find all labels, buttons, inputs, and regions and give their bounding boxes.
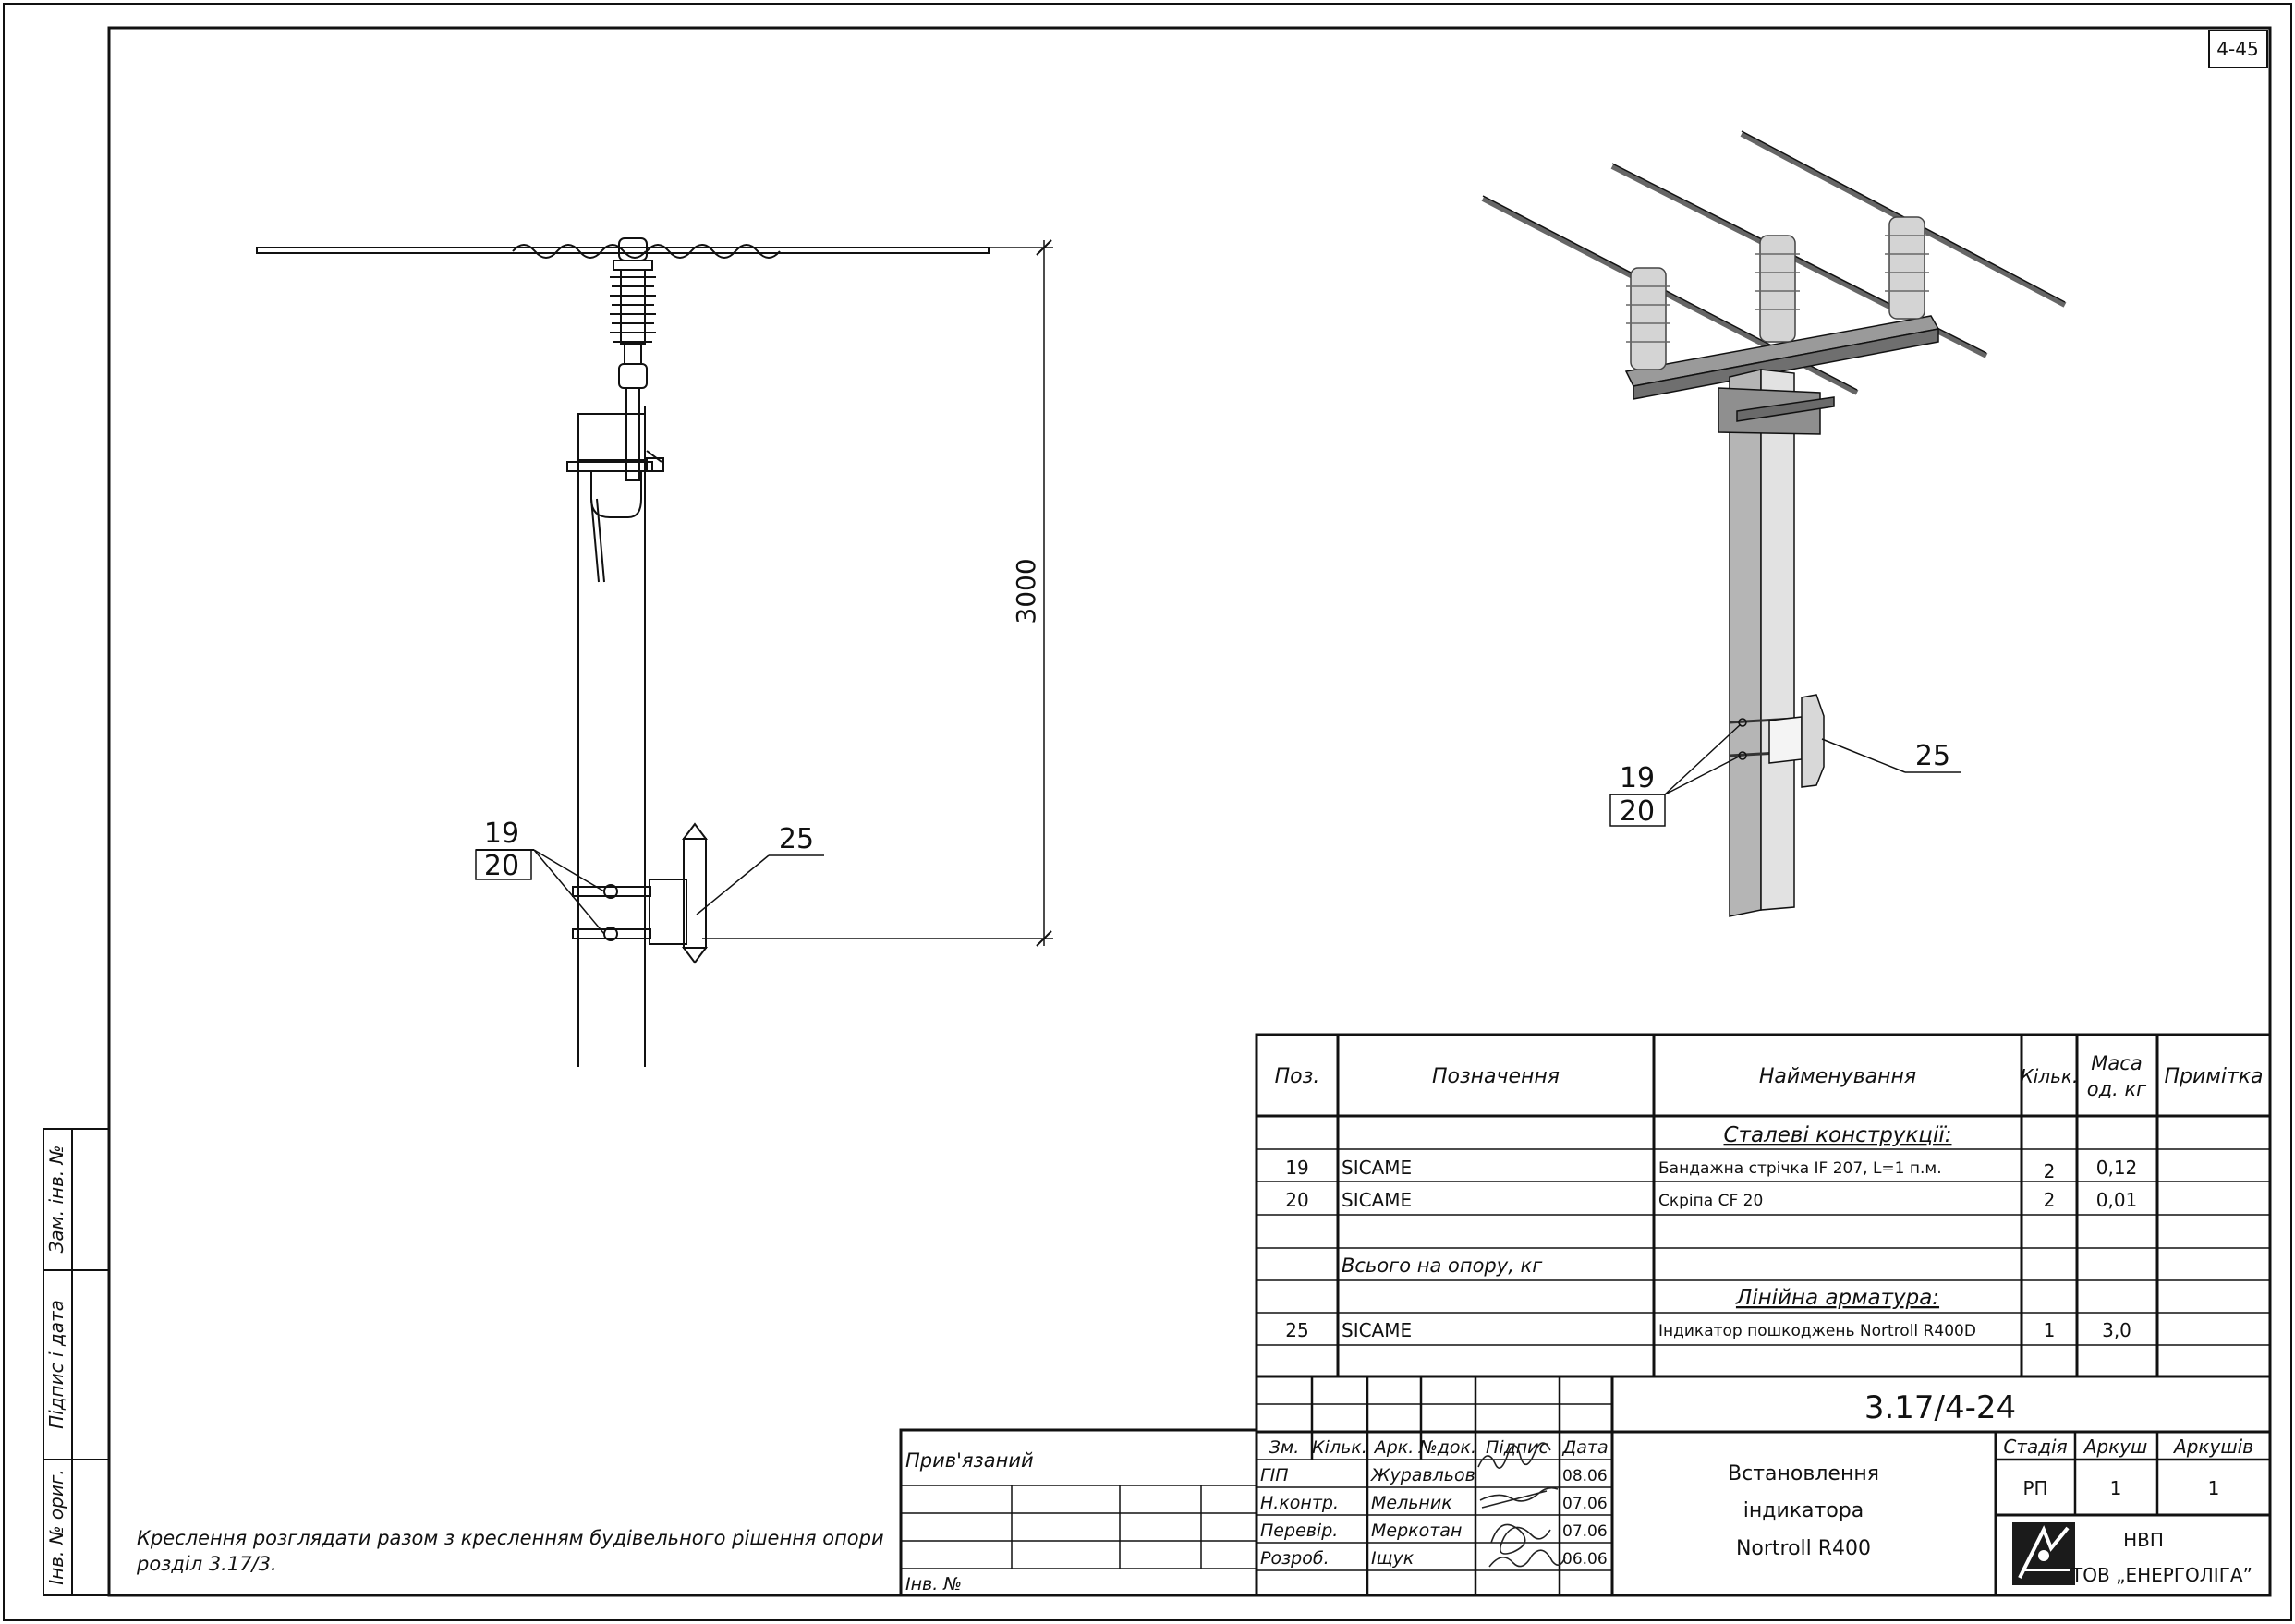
row25-qty: 1 (2044, 1319, 2056, 1341)
doc-code: 3.17/4-24 (1864, 1389, 2016, 1426)
sheet-code: 4-45 (2216, 38, 2258, 60)
sheet-code-box: 4-45 (2208, 30, 2268, 68)
header-name: Найменування (1759, 1065, 1916, 1088)
sheet-label: Аркуш (2082, 1436, 2148, 1458)
sheets-value: 1 (2208, 1477, 2220, 1499)
pole-elevation-drawing: 3000 19 20 25 (256, 237, 1053, 1067)
stage-value: РП (2022, 1477, 2047, 1499)
signatures (1477, 1442, 1566, 1568)
staff-name-2: Меркотан (1371, 1521, 1462, 1541)
header-pos: Поз. (1275, 1065, 1320, 1088)
header-qty: Кільк. (2021, 1065, 2079, 1087)
row19-pos: 19 (1285, 1157, 1308, 1179)
staff-date-0: 08.06 (1562, 1467, 1608, 1485)
note-line-1: Креслення розглядати разом з кресленням … (137, 1527, 884, 1549)
row20-mass: 0,01 (2096, 1189, 2138, 1211)
sheets-label: Аркушів (2172, 1436, 2253, 1458)
row20-qty: 2 (2044, 1189, 2056, 1211)
row20-pos: 20 (1285, 1189, 1308, 1211)
side-stamp: Зам. інв. № Підпис і дата Інв. № ориг. (42, 1128, 110, 1596)
row19-qty: 2 (2044, 1160, 2056, 1182)
tb-header-sheet: Арк. (1373, 1437, 1415, 1458)
row25-pos: 25 (1285, 1319, 1308, 1341)
staff-name-0: Журавльов (1370, 1465, 1475, 1485)
stamp-replace-label: Зам. інв. № (45, 1145, 67, 1254)
bound-block: Прив'язаний Інв. № (899, 1428, 1258, 1597)
row19-name: Бандажна стрічка IF 207, L=1 п.м. (1658, 1159, 1942, 1178)
section-line: Лінійна арматура: (1735, 1286, 1939, 1310)
tb-header-date: Дата (1561, 1437, 1608, 1458)
callout-20-right: 20 (1620, 795, 1655, 828)
org-name-1: НВП (2123, 1529, 2164, 1551)
staff-date-2: 07.06 (1562, 1522, 1608, 1541)
tb-header-qty: Кільк. (1312, 1437, 1367, 1458)
note-line-2: розділ 3.17/3. (136, 1553, 277, 1575)
stage-label: Стадія (2003, 1436, 2067, 1458)
staff-role-0: ГІП (1260, 1465, 1288, 1485)
specification-table: Поз. Позначення Найменування Кільк. Маса… (1255, 1033, 2272, 1378)
header-mass-2: од. кг (2087, 1078, 2147, 1100)
callout-20-left: 20 (484, 850, 519, 882)
outer-frame (3, 3, 2292, 1621)
org-name-2: ТОВ „ЕНЕРГОЛІГА” (2070, 1564, 2252, 1586)
row25-designation: SICAME (1342, 1319, 1412, 1341)
inner-frame (107, 26, 2272, 1597)
staff-role-2: Перевір. (1260, 1521, 1338, 1541)
bound-label: Прив'язаний (905, 1449, 1034, 1472)
callout-25-left: 25 (779, 823, 814, 855)
tb-header-doc: №док. (1418, 1437, 1476, 1458)
dimension-label: 3000 (1011, 558, 1041, 624)
drawing-title-1: Встановлення (1728, 1462, 1879, 1485)
stamp-sign-date-label: Підпис і дата (45, 1300, 67, 1429)
staff-role-3: Розроб. (1260, 1548, 1330, 1569)
title-block: Зм. Кільк. Арк. №док. Підпис Дата ГІП Жу… (1255, 1375, 2272, 1597)
tb-header-zm: Зм. (1269, 1437, 1300, 1458)
pole-3d-view: 19 20 25 (1481, 130, 2067, 917)
header-note: Примітка (2164, 1065, 2263, 1088)
row20-designation: SICAME (1342, 1189, 1412, 1211)
inv-label: Інв. № (905, 1574, 962, 1594)
callout-25-right: 25 (1915, 740, 1950, 772)
staff-date-3: 06.06 (1562, 1550, 1608, 1569)
sheet-value: 1 (2110, 1477, 2122, 1499)
stamp-orig-inv-label: Інв. № ориг. (45, 1469, 67, 1584)
header-mass-1: Маса (2091, 1052, 2142, 1074)
staff-role-1: Н.контр. (1260, 1493, 1339, 1513)
drawing-title-2: індикатора (1743, 1499, 1864, 1522)
total-label: Всього на опору, кг (1342, 1254, 1543, 1277)
row19-designation: SICAME (1342, 1157, 1412, 1179)
company-logo-icon (2012, 1522, 2075, 1585)
header-designation: Позначення (1432, 1065, 1560, 1088)
callout-19-right: 19 (1620, 762, 1655, 794)
staff-date-1: 07.06 (1562, 1495, 1608, 1513)
staff-name-1: Мельник (1371, 1493, 1452, 1513)
section-steel: Сталеві конструкції: (1724, 1123, 1952, 1147)
row19-mass: 0,12 (2096, 1157, 2138, 1179)
row20-name: Скріпа CF 20 (1658, 1192, 1763, 1210)
row25-mass: 3,0 (2102, 1319, 2131, 1341)
drawing-title-3: Nortroll R400 (1736, 1537, 1871, 1560)
callout-19-left: 19 (484, 818, 519, 850)
row25-name: Індикатор пошкоджень Nortroll R400D (1658, 1322, 1976, 1340)
staff-name-3: Іщук (1371, 1548, 1415, 1569)
